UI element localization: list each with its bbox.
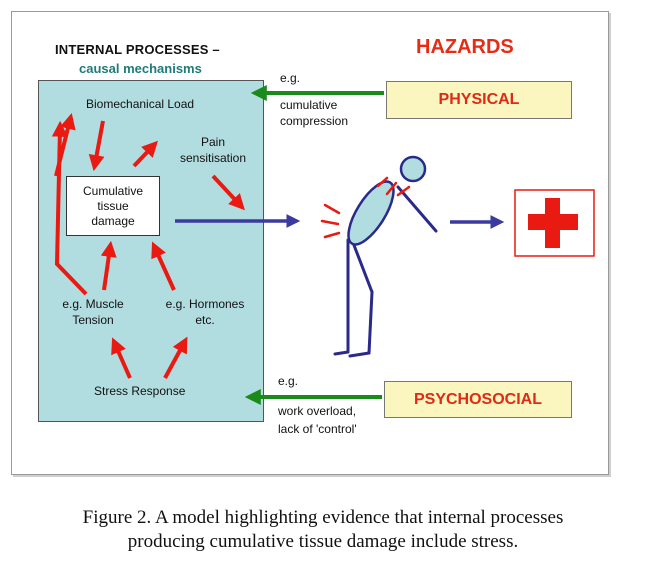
cumulative-compression-label: cumulative compression — [280, 98, 349, 128]
strain-mark — [396, 185, 411, 197]
hazards-heading: HAZARDS — [416, 36, 514, 58]
strain-mark — [323, 203, 341, 215]
figure-shin-front — [367, 290, 374, 355]
figure-torso — [347, 180, 395, 246]
stress-response-label: Stress Response — [94, 384, 186, 398]
internal-processes-panel — [38, 80, 264, 422]
stooping-worker-figure — [320, 155, 438, 358]
arrow-pain-to-body — [211, 174, 245, 211]
figure-thigh-front — [350, 238, 374, 294]
arrow-stress-to-tension — [111, 337, 132, 379]
hormones-label: e.g. Hormones etc. — [165, 297, 245, 327]
psychosocial-eg-label: e.g. — [278, 374, 299, 388]
figure-head — [399, 155, 427, 183]
figure-foot-front — [348, 351, 371, 358]
caption-line-1: Figure 2. A model highlighting evidence … — [82, 507, 564, 528]
arrow-hormones-to-damage — [151, 241, 176, 291]
arrow-damage-to-pain — [132, 140, 158, 168]
physical-hazard-box: PHYSICAL — [386, 81, 572, 119]
red-cross-icon — [528, 198, 578, 248]
cumulative-tissue-damage-node: Cumulative tissue damage — [66, 176, 160, 236]
strain-mark — [320, 219, 340, 226]
figure-arm — [396, 185, 438, 233]
arrow-tension-to-load — [51, 120, 88, 296]
figure-foot-back — [333, 350, 350, 356]
causal-mechanisms-subheading: causal mechanisms — [79, 61, 202, 76]
work-overload-label: work overload, lack of 'control' — [278, 404, 357, 436]
muscle-tension-label: e.g. Muscle Tension — [62, 297, 124, 327]
figure-caption: Figure 2. A model highlighting evidence … — [0, 506, 646, 554]
internal-processes-heading: INTERNAL PROCESSES – — [55, 42, 220, 57]
caption-line-2: producing cumulative tissue damage inclu… — [127, 531, 519, 552]
physical-eg-label: e.g. — [280, 71, 301, 85]
pain-sensitisation-label: Pain sensitisation — [179, 135, 247, 165]
biomechanical-load-label: Biomechanical Load — [86, 97, 195, 111]
strain-mark — [385, 181, 398, 196]
strain-mark — [376, 176, 389, 188]
arrow-load-to-damage — [88, 120, 105, 172]
psychosocial-hazard-box: PSYCHOSOCIAL — [384, 381, 572, 418]
strain-mark — [323, 231, 341, 239]
arrow-stress-to-hormones — [163, 336, 188, 379]
arrow-tension-to-damage — [100, 240, 117, 291]
